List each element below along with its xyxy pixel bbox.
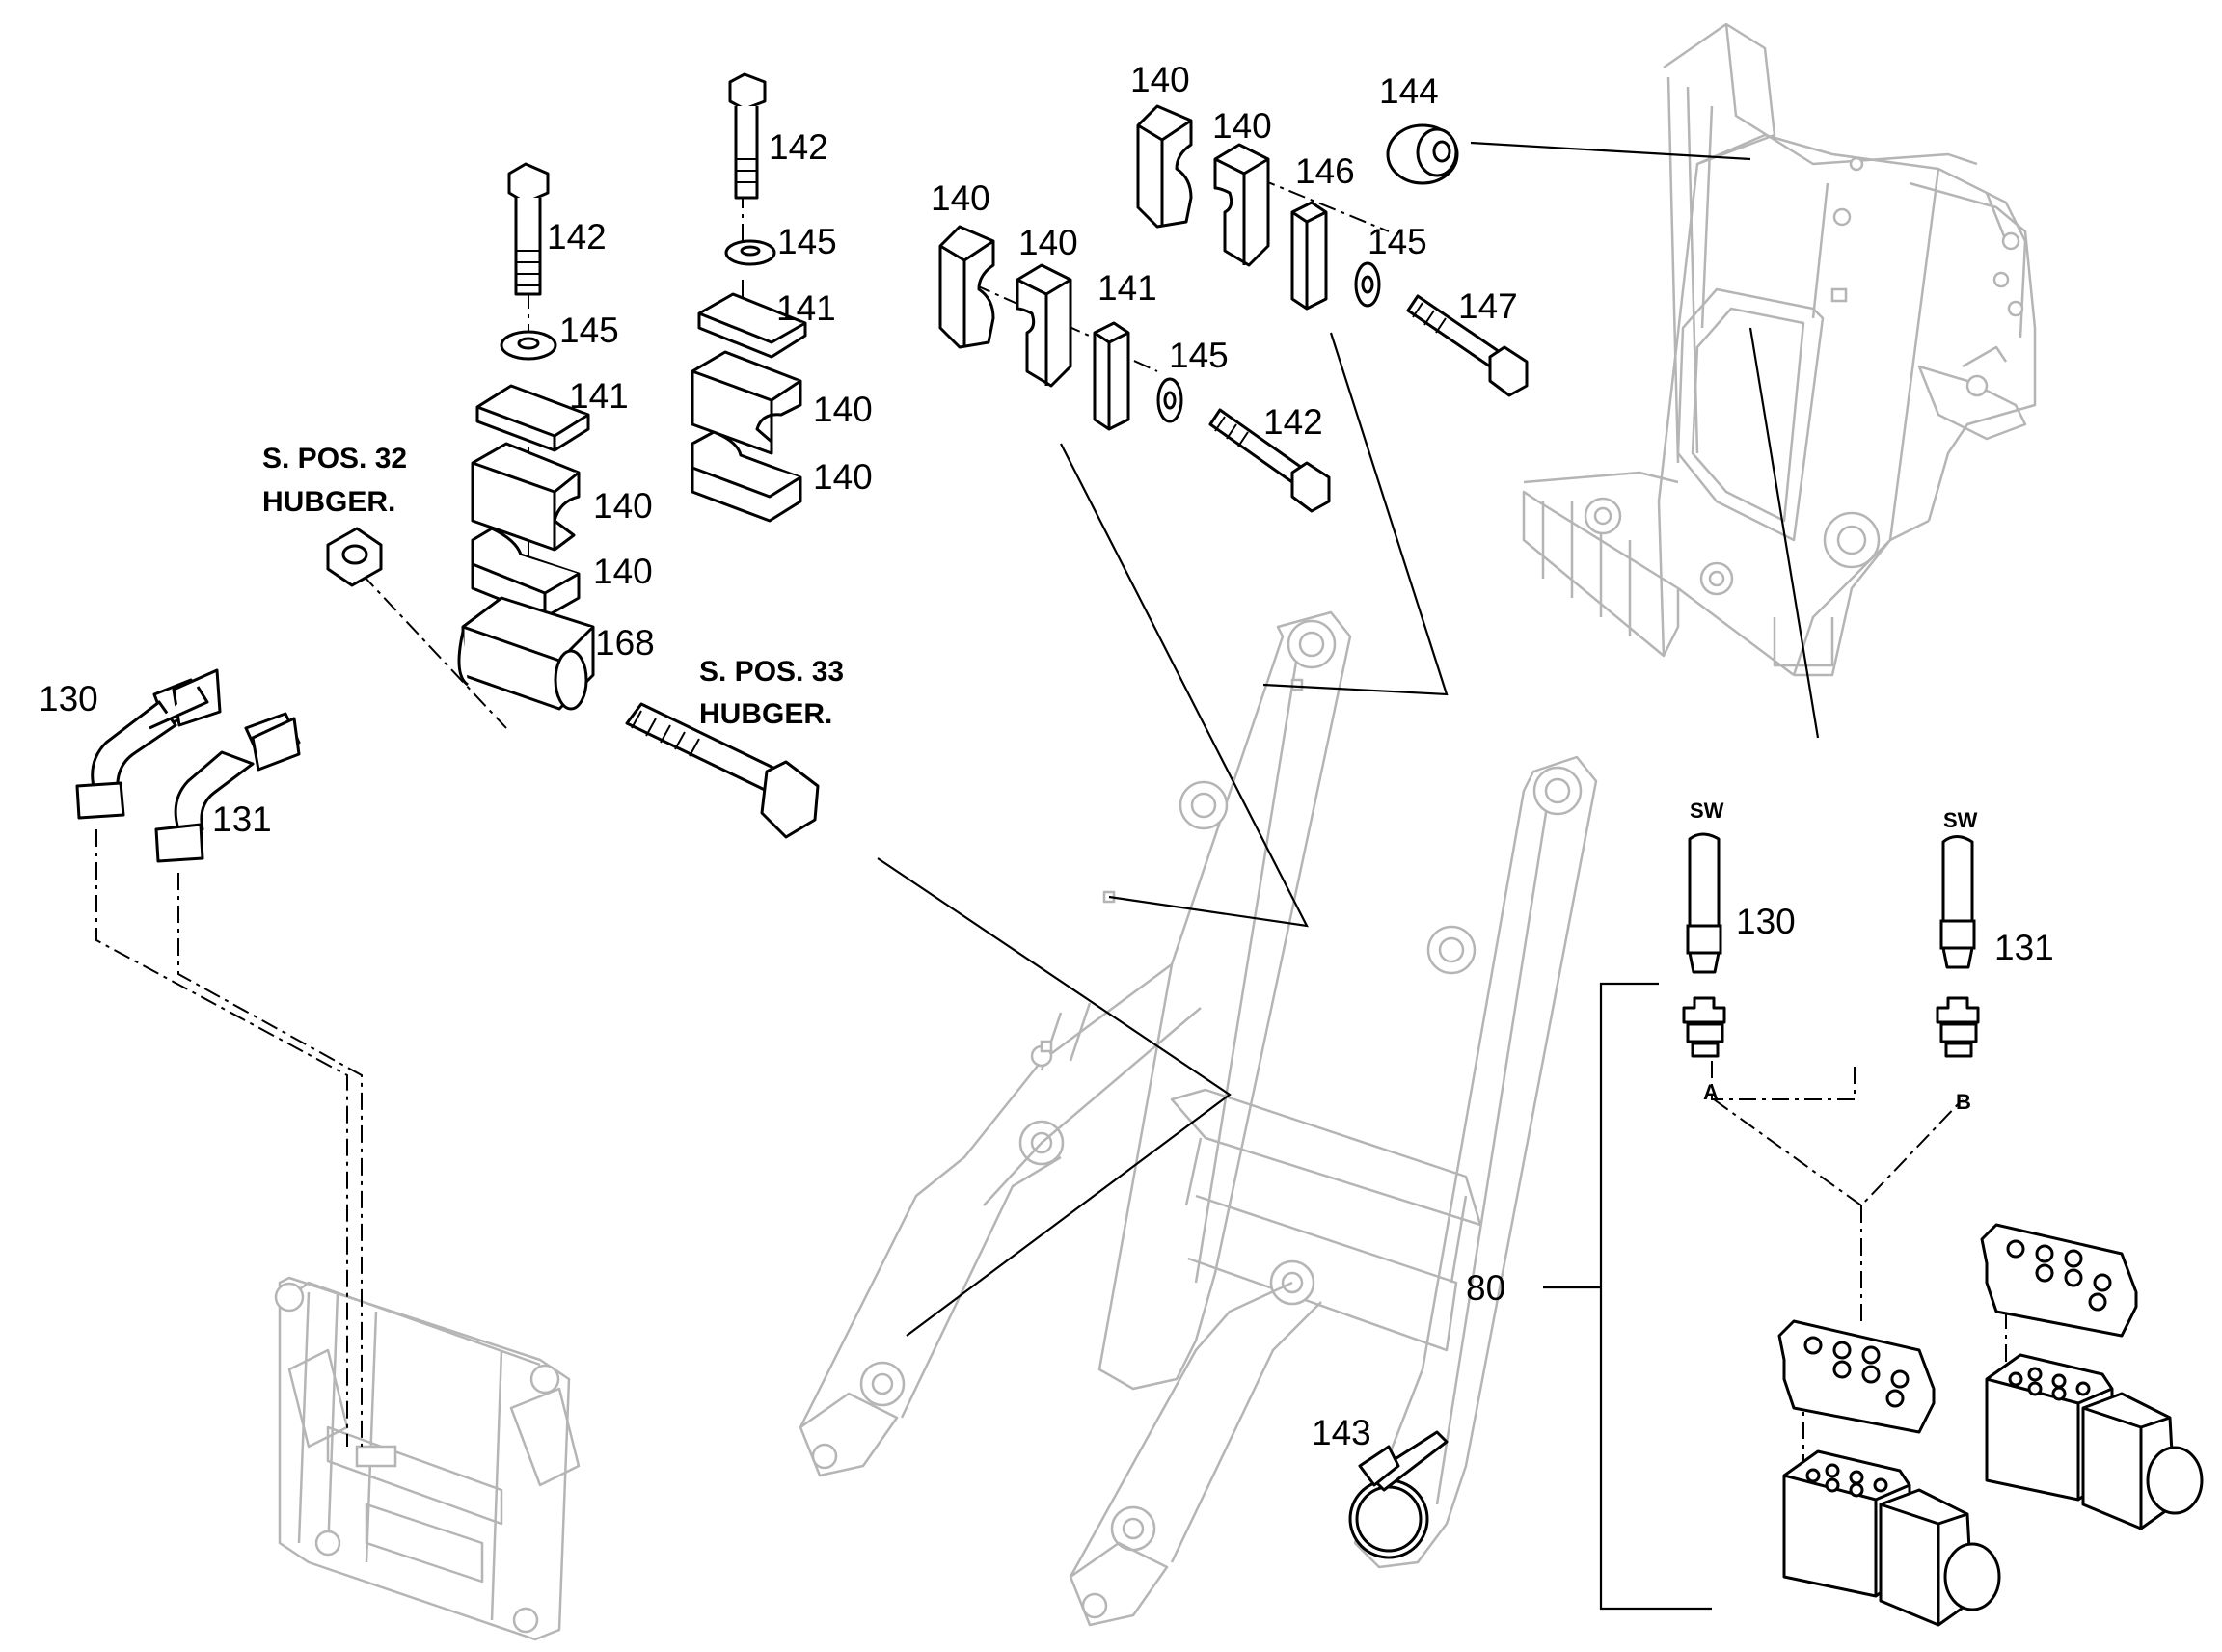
label-141-left: 141: [569, 376, 629, 416]
clamp-140-middle-b: [691, 430, 802, 523]
label-131-fitting: 131: [1994, 928, 2054, 967]
washer-145-middle: [724, 239, 776, 266]
valve-block-upper: [1985, 1353, 2204, 1530]
label-141-upper: 141: [1097, 268, 1157, 308]
label-168: 168: [595, 623, 655, 663]
clamp-140-middle-a: [691, 350, 802, 455]
note-pos32-line2: HUBGER.: [262, 486, 395, 518]
bolt-142-middle: [728, 72, 767, 200]
notes: S. POS. 32 HUBGER. S. POS. 33 HUBGER. SW…: [262, 443, 1978, 1114]
label-143: 143: [1312, 1413, 1371, 1452]
label-131-hose: 131: [212, 799, 272, 839]
loader-frame: [1522, 22, 2037, 677]
label-145-upper: 145: [1169, 336, 1229, 375]
label-sw-a: SW: [1690, 799, 1724, 823]
label-144: 144: [1379, 71, 1439, 111]
leader-lines: [877, 141, 1820, 1611]
hose-clamp-143: [1348, 1430, 1449, 1559]
label-142-upper: 142: [1263, 402, 1323, 442]
label-142-middle: 142: [769, 127, 828, 167]
label-147: 147: [1458, 286, 1518, 326]
quick-coupler: [274, 1276, 581, 1641]
label-port-b: B: [1956, 1090, 1971, 1114]
label-140-upper-b: 140: [1018, 223, 1078, 262]
hose-elbow-131: [154, 712, 301, 863]
clamp-140-left-b: [471, 527, 581, 619]
label-130-hose: 130: [39, 679, 98, 718]
washer-145-top: [1354, 261, 1381, 308]
label-140-middle-a: 140: [813, 390, 873, 429]
label-140-middle-b: 140: [813, 457, 873, 497]
clamp-140-upper-b: [1016, 263, 1072, 388]
lift-arm: [799, 610, 1598, 1627]
note-pos32-line1: S. POS. 32: [262, 443, 407, 474]
label-145-middle: 145: [777, 222, 837, 261]
label-146: 146: [1295, 151, 1355, 191]
block-168: [457, 596, 595, 711]
note-pos33-line2: HUBGER.: [699, 698, 832, 730]
fitting-130-sw: [1682, 832, 1726, 1058]
grommet-144: [1386, 123, 1459, 185]
label-140-left-b: 140: [593, 552, 653, 591]
label-140-top-a: 140: [1130, 60, 1190, 99]
washer-145-upper: [1156, 377, 1183, 423]
label-140-top-b: 140: [1212, 106, 1272, 146]
label-80: 80: [1466, 1268, 1505, 1308]
plate-141-upper: [1093, 321, 1130, 431]
fitting-131-sw: [1936, 835, 1980, 1058]
bolt-147: [1406, 294, 1529, 397]
bolt-142-left: [507, 162, 550, 296]
note-pos33-line1: S. POS. 33: [699, 656, 844, 688]
label-140-upper-a: 140: [931, 178, 990, 218]
clamp-140-top-b: [1213, 143, 1270, 267]
clamp-140-top-a: [1136, 104, 1193, 229]
valve-plate-upper: [1980, 1223, 2138, 1338]
label-145-left: 145: [559, 311, 619, 350]
hose-elbow-130: [75, 668, 222, 820]
nut-pos-32: [326, 527, 383, 587]
label-145-top: 145: [1368, 222, 1427, 261]
clamp-140-left-a: [471, 442, 581, 552]
valve-plate-lower: [1777, 1319, 1936, 1434]
callout-labels: 130 131 142 145 141 140 140 168 142 145 …: [39, 60, 2054, 1452]
label-141-middle: 141: [776, 288, 836, 328]
label-port-a: A: [1703, 1080, 1719, 1104]
bolt-142-upper: [1208, 408, 1331, 513]
bolt-pos-33: [625, 702, 820, 839]
label-130-fitting: 130: [1736, 902, 1796, 941]
valve-block-lower: [1782, 1449, 2001, 1627]
plate-146: [1290, 201, 1328, 311]
clamp-140-upper-a: [938, 225, 995, 349]
label-140-left-a: 140: [593, 486, 653, 526]
label-sw-b: SW: [1943, 808, 1978, 832]
washer-145-left: [500, 330, 557, 361]
plate-141-middle: [697, 292, 807, 359]
label-142-left: 142: [547, 217, 607, 257]
plate-141-left: [475, 384, 590, 452]
